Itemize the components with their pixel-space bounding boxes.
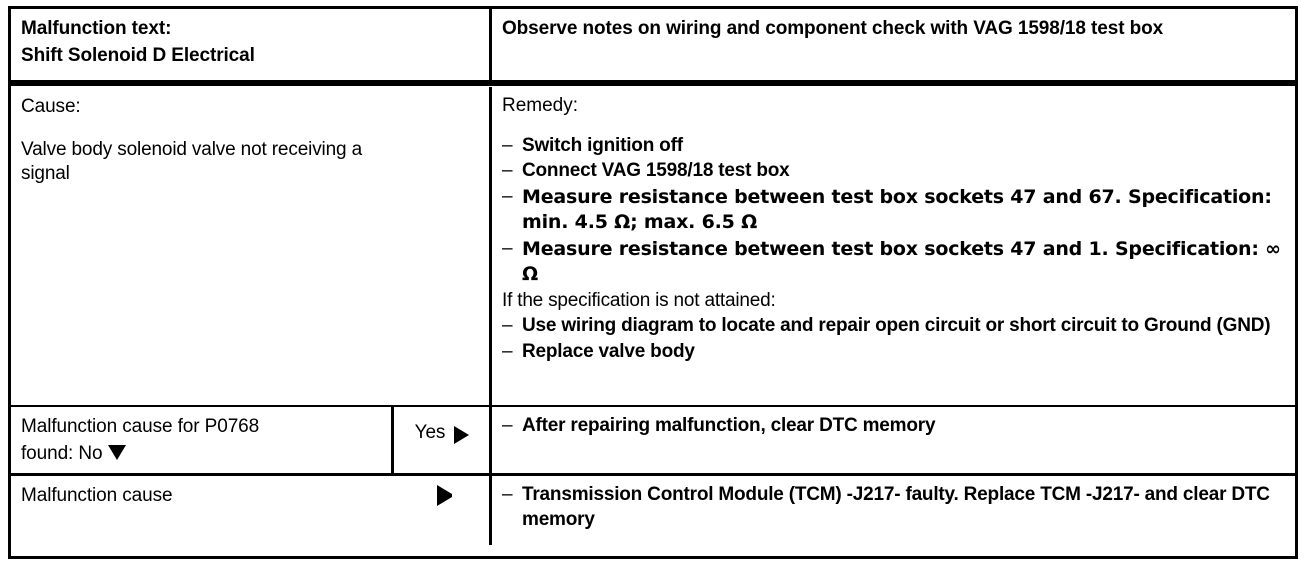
list-text: Measure resistance between test box sock… <box>522 185 1272 234</box>
list-dash: – <box>502 185 513 207</box>
action-item: – After repairing malfunction, clear DTC… <box>502 414 1292 439</box>
list-item-note: If the specification is not attained: <box>502 289 1276 314</box>
triangle-down-icon <box>107 444 126 460</box>
list-dash: – <box>502 160 513 182</box>
table-header-row: Malfunction text: Shift Solenoid D Elect… <box>11 9 1295 83</box>
malfunction-text-value: Shift Solenoid D Electrical <box>21 44 255 66</box>
list-dash: – <box>502 484 513 505</box>
triangle-right-icon <box>454 426 470 445</box>
header-double-rule <box>11 83 1295 87</box>
remedy-cell: Remedy: – Switch ignition off – Connect … <box>489 87 1295 405</box>
cause-text: Valve body solenoid valve not receiving … <box>21 138 362 184</box>
final-question-label: Malfunction cause <box>21 485 173 506</box>
list-text: Replace valve body <box>522 340 695 362</box>
list-item: – Replace valve body <box>502 340 1295 365</box>
list-item: – Measure resistance between test box so… <box>502 185 1295 236</box>
header-cell-notes: Observe notes on wiring and component ch… <box>489 9 1295 80</box>
final-question-cell: Malfunction cause <box>11 476 489 545</box>
header-cell-malfunction: Malfunction text: Shift Solenoid D Elect… <box>11 9 489 80</box>
decision-question-line1: Malfunction cause for P0768 <box>21 416 260 437</box>
list-text: Connect VAG 1598/18 test box <box>522 160 790 182</box>
decision-yes-cell[interactable]: Yes <box>391 407 489 473</box>
list-item: – Connect VAG 1598/18 test box <box>502 159 1295 184</box>
yes-label: Yes <box>414 422 446 443</box>
decision-row-p0768: Malfunction cause for P0768 found: No Ye… <box>11 407 1295 476</box>
decision-question-cell: Malfunction cause for P0768 found: No <box>11 407 391 473</box>
list-text: Use wiring diagram to locate and repair … <box>522 315 1271 337</box>
remedy-list: – Switch ignition off – Connect VAG 1598… <box>502 134 1286 365</box>
observe-notes-text: Observe notes on wiring and component ch… <box>502 18 1164 39</box>
decision-action-cell: – After repairing malfunction, clear DTC… <box>489 407 1295 473</box>
decision-question-line2: found: No <box>21 441 382 468</box>
list-dash: – <box>502 134 513 156</box>
list-dash: – <box>502 315 513 337</box>
decision-question-line2-text: found: No <box>21 442 103 464</box>
list-text: If the specification is not attained: <box>502 289 776 311</box>
list-item: – Switch ignition off <box>502 134 1295 159</box>
list-text: Measure resistance between test box sock… <box>522 237 1281 286</box>
triangle-right-icon <box>437 485 480 506</box>
cause-cell: Cause: Valve body solenoid valve not rec… <box>11 87 489 405</box>
cause-label: Cause: <box>21 96 81 117</box>
list-item: – Use wiring diagram to locate and repai… <box>502 314 1295 339</box>
remedy-label: Remedy: <box>502 95 579 116</box>
action-item: – Transmission Control Module (TCM) -J21… <box>502 483 1292 532</box>
action-text: After repairing malfunction, clear DTC m… <box>522 415 936 436</box>
cause-remedy-row: Cause: Valve body solenoid valve not rec… <box>11 87 1295 407</box>
list-dash: – <box>502 237 513 259</box>
final-question-inner: Malfunction cause <box>21 483 480 510</box>
malfunction-text-label: Malfunction text: <box>21 18 172 39</box>
list-item: – Measure resistance between test box so… <box>502 237 1295 288</box>
list-dash: – <box>502 340 513 362</box>
action-text: Transmission Control Module (TCM) -J217-… <box>522 484 1270 530</box>
list-dash: – <box>502 415 513 436</box>
yes-branch[interactable]: Yes <box>415 414 470 447</box>
list-text: Switch ignition off <box>522 134 683 156</box>
final-row-malfunction-cause: Malfunction cause – Transmission Control… <box>11 476 1295 545</box>
final-action-cell: – Transmission Control Module (TCM) -J21… <box>489 476 1295 545</box>
fault-table: Malfunction text: Shift Solenoid D Elect… <box>8 6 1298 559</box>
